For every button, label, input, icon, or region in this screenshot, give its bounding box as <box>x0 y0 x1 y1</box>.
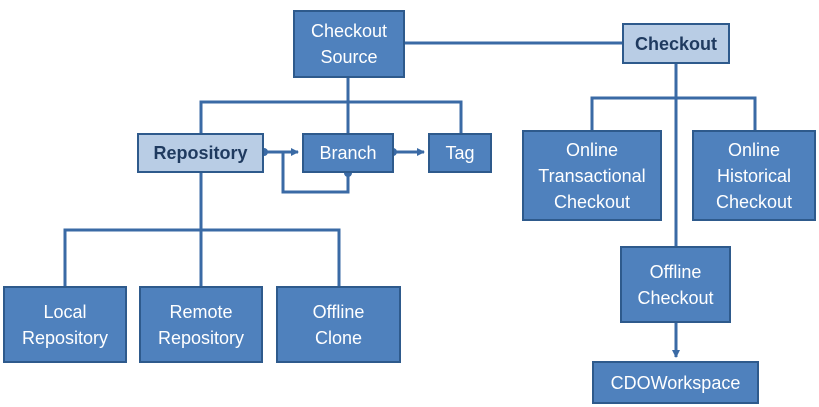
node-checkout-source: Checkout Source <box>293 10 405 78</box>
node-branch: Branch <box>302 133 394 173</box>
node-online-historical-checkout: Online Historical Checkout <box>692 130 816 221</box>
node-online-transactional-checkout: Online Transactional Checkout <box>522 130 662 221</box>
node-remote-repository: Remote Repository <box>139 286 263 363</box>
node-repository: Repository <box>137 133 264 173</box>
node-local-repository: Local Repository <box>3 286 127 363</box>
edge-branch-loop <box>281 152 350 194</box>
node-cdo-workspace: CDOWorkspace <box>592 361 759 404</box>
node-checkout: Checkout <box>622 23 730 64</box>
node-offline-checkout: Offline Checkout <box>620 246 731 323</box>
node-tag: Tag <box>428 133 492 173</box>
node-offline-clone: Offline Clone <box>276 286 401 363</box>
